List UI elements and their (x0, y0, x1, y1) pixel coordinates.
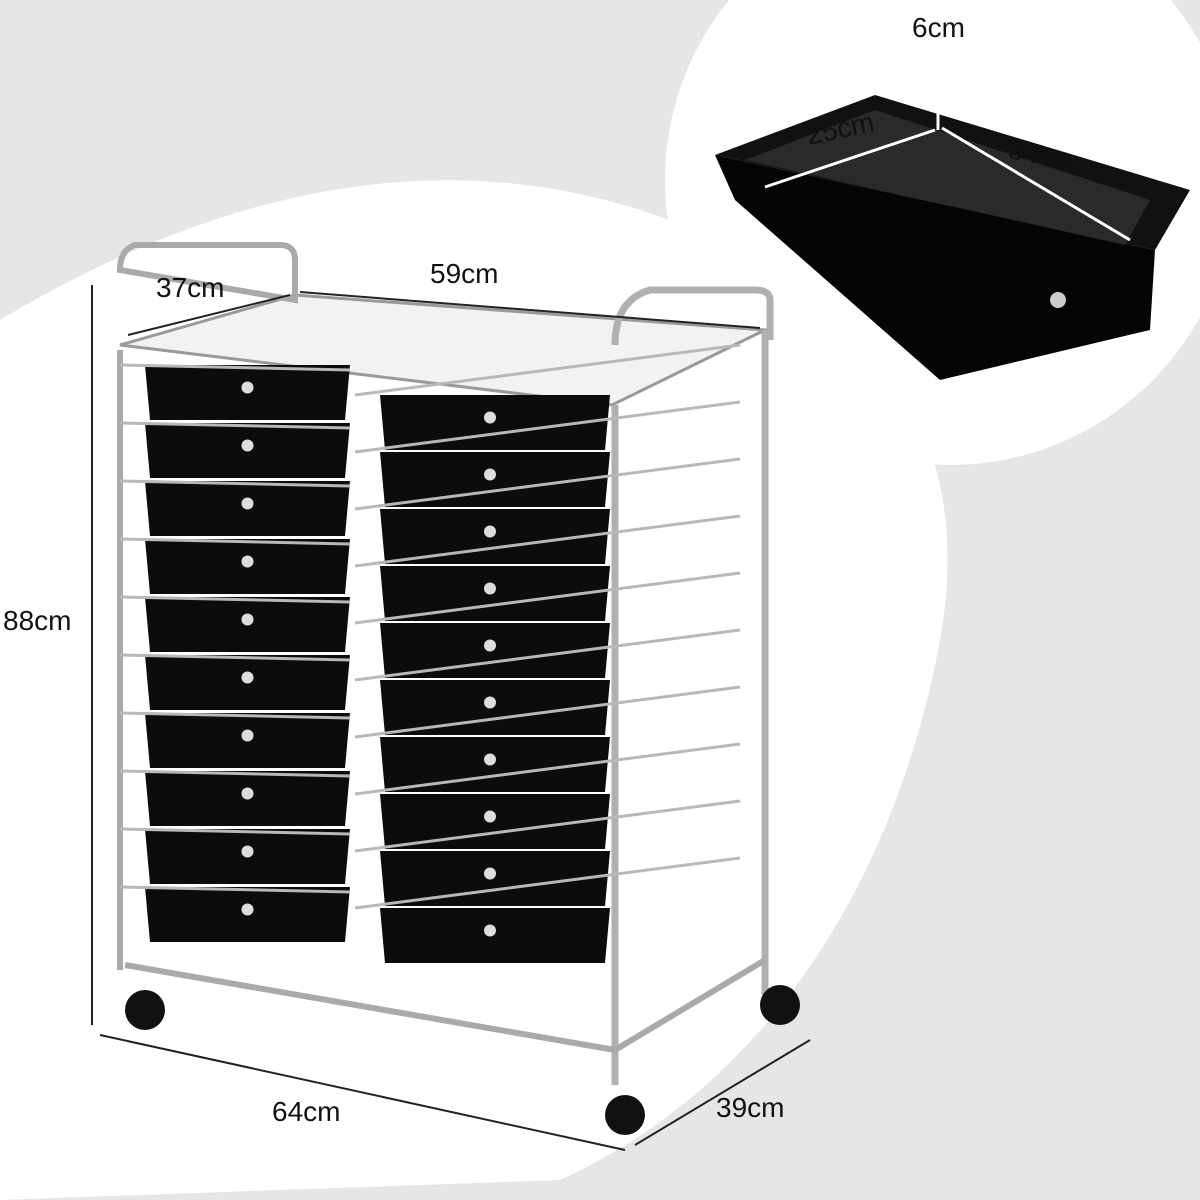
rail (119, 711, 351, 720)
rail (119, 885, 351, 894)
cart-top-depth-label: 37cm (156, 272, 225, 303)
drawer-knob-icon (484, 753, 496, 766)
drawer-knob-icon (241, 787, 254, 800)
rail (354, 742, 741, 796)
drawer-knob-icon (484, 810, 496, 823)
rail (354, 571, 741, 625)
drawer-knob-icon (484, 525, 496, 538)
drawer-knob-icon (484, 582, 496, 595)
drawer-knob-icon (241, 381, 254, 394)
cart-top-width-label: 59cm (430, 258, 499, 289)
drawer[interactable] (380, 452, 610, 507)
rail (354, 799, 741, 853)
rail (354, 343, 741, 397)
cart-base-depth-label: 39cm (716, 1092, 785, 1123)
drawer[interactable] (380, 737, 610, 792)
rail (354, 628, 741, 682)
rail (119, 827, 351, 836)
rail (119, 595, 351, 604)
drawer[interactable] (380, 509, 610, 564)
drawer[interactable] (380, 908, 610, 963)
cart-image (116, 242, 800, 1135)
single-drawer-image (715, 95, 1190, 380)
rail (354, 457, 741, 511)
drawer-dimension-lines (764, 80, 1131, 242)
drawer-knob-icon (241, 845, 254, 858)
rail (119, 363, 351, 372)
drawer-knob-icon (484, 924, 496, 937)
rail (119, 769, 351, 778)
drawer-knob-icon (241, 439, 254, 452)
drawer-knob-icon (484, 468, 496, 481)
rail (354, 685, 741, 739)
drawer[interactable] (380, 623, 610, 678)
cart-height-label: 88cm (3, 605, 72, 636)
rail (354, 400, 741, 454)
rail (119, 479, 351, 488)
drawer[interactable] (380, 851, 610, 906)
drawer[interactable] (380, 794, 610, 849)
drawer-knob-icon (241, 555, 254, 568)
drawer[interactable] (380, 680, 610, 735)
drawer-knob-icon (484, 696, 496, 709)
drawer-knob-icon (484, 411, 496, 424)
rail (119, 537, 351, 546)
rail (119, 653, 351, 662)
drawer-knob-icon (241, 903, 254, 916)
cart-dimension-lines (91, 285, 811, 1151)
drawer-height-label: 6cm (912, 12, 965, 43)
drawer-knob-icon (484, 867, 496, 880)
drawer[interactable] (380, 395, 610, 450)
drawer-knob-icon (484, 639, 496, 652)
drawer-knob-icon (241, 613, 254, 626)
rail (354, 856, 741, 910)
rail (119, 421, 351, 430)
drawer-knob-icon (241, 729, 254, 742)
drawer-knob-icon (241, 671, 254, 684)
rail (354, 514, 741, 568)
cart-base-width-label: 64cm (272, 1096, 341, 1127)
drawer[interactable] (380, 566, 610, 621)
drawer-knob-icon (241, 497, 254, 510)
